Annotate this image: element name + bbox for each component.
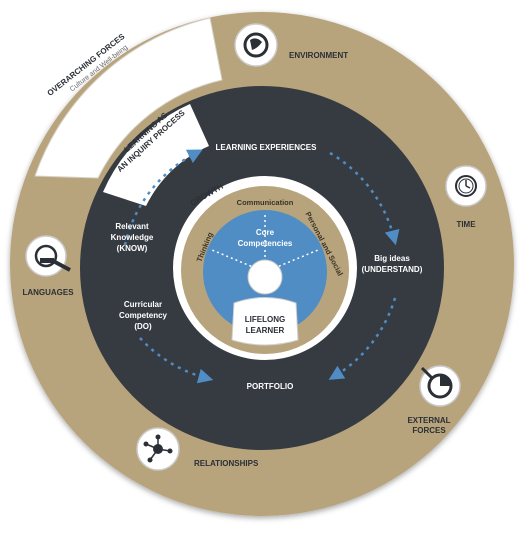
languages-label: LANGUAGES — [22, 288, 74, 297]
external-forces-label-line1: EXTERNAL — [407, 416, 450, 425]
core-competencies-line2: Competencies — [238, 239, 293, 248]
curricular-competency-line1: Curricular — [124, 300, 162, 309]
curricular-competency-line2: Competency — [119, 311, 168, 320]
external-forces-icon — [420, 366, 453, 399]
lifelong-learner-tab — [231, 297, 299, 346]
environment-node[interactable] — [234, 23, 278, 67]
relevant-knowledge-line1: Relevant — [115, 222, 149, 231]
languages-node[interactable] — [25, 235, 71, 277]
time-label: TIME — [456, 220, 476, 229]
core-competencies-line1: Core — [256, 228, 275, 237]
lifelong-learner-line1: LIFELONG — [245, 315, 285, 324]
lifelong-learner-line2: LEARNER — [246, 326, 285, 335]
relationships-label: RELATIONSHIPS — [194, 459, 259, 468]
learning-experiences-label: LEARNING EXPERIENCES — [216, 143, 318, 152]
learner-head — [247, 259, 283, 295]
big-ideas-line2: (UNDERSTAND) — [362, 265, 423, 274]
external-forces-label-line2: FORCES — [412, 426, 446, 435]
portfolio-label: PORTFOLIO — [247, 382, 294, 391]
arrow-bottom-right — [328, 297, 397, 380]
globe-icon — [243, 32, 269, 58]
communication-label: Communication — [237, 198, 294, 207]
curricular-competency-line3: (DO) — [134, 322, 152, 331]
environment-label: ENVIRONMENT — [289, 51, 348, 60]
relevant-knowledge-line3: (KNOW) — [117, 244, 148, 253]
speech-bubble-icon — [34, 244, 71, 272]
arrow-top-left — [123, 149, 203, 246]
overarching-forces-band — [34, 17, 223, 179]
external-forces-node[interactable] — [419, 365, 461, 407]
network-icon — [143, 434, 173, 463]
clock-icon — [455, 175, 477, 197]
relevant-knowledge-line2: Knowledge — [111, 233, 154, 242]
big-ideas-line1: Big ideas — [374, 254, 410, 263]
arrow-top-right — [329, 151, 400, 246]
time-node[interactable] — [445, 165, 487, 207]
inquiry-label-tab — [103, 104, 209, 206]
relationships-node[interactable] — [136, 427, 180, 471]
